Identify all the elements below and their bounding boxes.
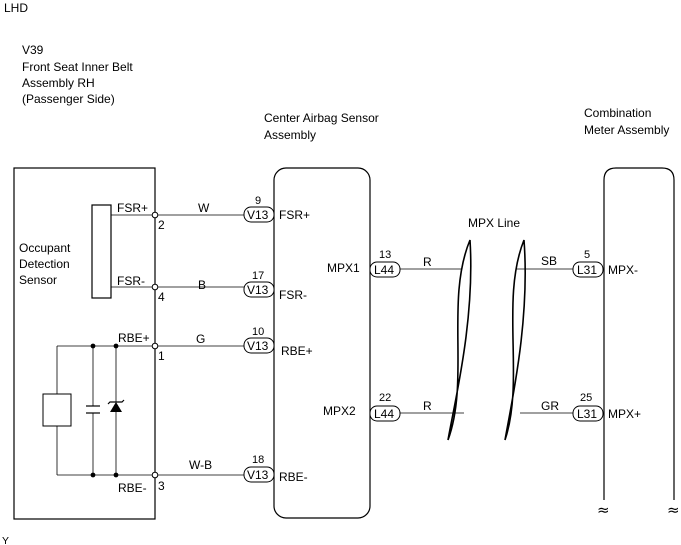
center-pin-mpx2: MPX2 xyxy=(323,404,356,418)
wire-color-g: G xyxy=(196,332,205,346)
pin-number-1: 1 xyxy=(158,349,165,363)
center-component-name-2: Assembly xyxy=(264,128,316,142)
v13-connector-pin10: V13 10 xyxy=(243,326,275,354)
wire-color-w: W xyxy=(198,201,210,215)
svg-text:V13: V13 xyxy=(247,339,269,353)
lhd-label: LHD xyxy=(4,1,28,15)
pin-number-3: 3 xyxy=(158,479,165,493)
rbe-load-box xyxy=(42,393,72,427)
svg-text:5: 5 xyxy=(584,249,590,261)
right-pin-mpx-minus: MPX- xyxy=(608,263,638,277)
svg-text:L44: L44 xyxy=(374,407,394,421)
pin-label-fsr-plus: FSR+ xyxy=(117,201,148,215)
center-pin-mpx1: MPX1 xyxy=(327,261,360,275)
svg-text:25: 25 xyxy=(580,392,592,404)
l31-connector-pin25: L31 25 xyxy=(572,392,604,422)
svg-text:V13: V13 xyxy=(247,468,269,482)
right-component-name-2: Meter Assembly xyxy=(584,123,669,137)
left-component-box xyxy=(13,167,156,520)
wire-color-gr: GR xyxy=(541,399,559,413)
sensor-label-2: Detection xyxy=(19,257,70,271)
wire-color-r-1: R xyxy=(423,255,432,269)
l44-connector-pin22: L44 22 xyxy=(369,392,401,422)
center-pin-rbe-plus: RBE+ xyxy=(281,344,313,358)
left-component-name-3: (Passenger Side) xyxy=(22,92,115,106)
footer-code: Y xyxy=(2,535,9,545)
center-pin-fsr-plus: FSR+ xyxy=(279,208,310,222)
fsr-sensor-element xyxy=(91,204,112,299)
break-mark-left: ≈ xyxy=(597,501,610,519)
svg-text:V13: V13 xyxy=(247,208,269,222)
svg-text:13: 13 xyxy=(379,249,391,261)
svg-text:L44: L44 xyxy=(374,263,394,277)
wire-color-sb: SB xyxy=(541,254,557,268)
wire-color-b: B xyxy=(198,278,206,292)
svg-text:22: 22 xyxy=(379,392,391,404)
wire-color-w-b: W-B xyxy=(189,458,212,472)
v13-connector-pin17: V13 17 xyxy=(243,270,275,298)
center-component-name-1: Center Airbag Sensor xyxy=(264,111,379,125)
svg-text:18: 18 xyxy=(252,454,264,466)
wire-color-r-2: R xyxy=(423,399,432,413)
mpx-break-left xyxy=(447,239,472,441)
terminal-4 xyxy=(151,283,159,291)
sensor-label-1: Occupant xyxy=(19,241,71,255)
l31-connector-pin5: L31 5 xyxy=(572,249,604,278)
right-pin-mpx-plus: MPX+ xyxy=(608,407,641,421)
mpx-line-label: MPX Line xyxy=(468,216,520,230)
v13-connector-pin18: V13 18 xyxy=(243,454,275,483)
rbe-internal-circuit xyxy=(42,343,155,478)
right-component-name-1: Combination xyxy=(584,106,651,120)
left-component-title: V39 Front Seat Inner Belt Assembly RH (P… xyxy=(22,43,133,106)
sensor-label-3: Sensor xyxy=(19,273,57,287)
break-mark-right: ≈ xyxy=(667,501,680,519)
mpx-break-right xyxy=(504,239,527,441)
center-pin-rbe-minus: RBE- xyxy=(279,470,308,484)
pin-number-2: 2 xyxy=(158,218,165,232)
terminal-1 xyxy=(151,342,159,350)
center-pin-fsr-minus: FSR- xyxy=(279,288,307,302)
left-component-name-2: Assembly RH xyxy=(22,76,95,90)
svg-text:L31: L31 xyxy=(577,407,597,421)
v13-connector-pin9: V13 9 xyxy=(243,195,275,223)
left-component-name-1: Front Seat Inner Belt xyxy=(22,60,133,74)
pin-number-4: 4 xyxy=(158,290,165,304)
left-component-code: V39 xyxy=(22,43,44,57)
svg-text:L31: L31 xyxy=(577,263,597,277)
pin-label-rbe-minus: RBE- xyxy=(118,481,147,495)
right-component-box xyxy=(603,167,675,500)
pin-label-rbe-plus: RBE+ xyxy=(118,331,150,345)
zener-diode xyxy=(110,402,122,412)
l44-connector-pin13: L44 13 xyxy=(369,249,401,278)
svg-text:9: 9 xyxy=(255,195,261,207)
pin-label-fsr-minus: FSR- xyxy=(117,274,145,288)
terminal-3 xyxy=(151,471,159,479)
svg-text:10: 10 xyxy=(252,326,264,338)
svg-text:17: 17 xyxy=(252,270,264,282)
terminal-2 xyxy=(151,211,159,219)
svg-text:V13: V13 xyxy=(247,283,269,297)
